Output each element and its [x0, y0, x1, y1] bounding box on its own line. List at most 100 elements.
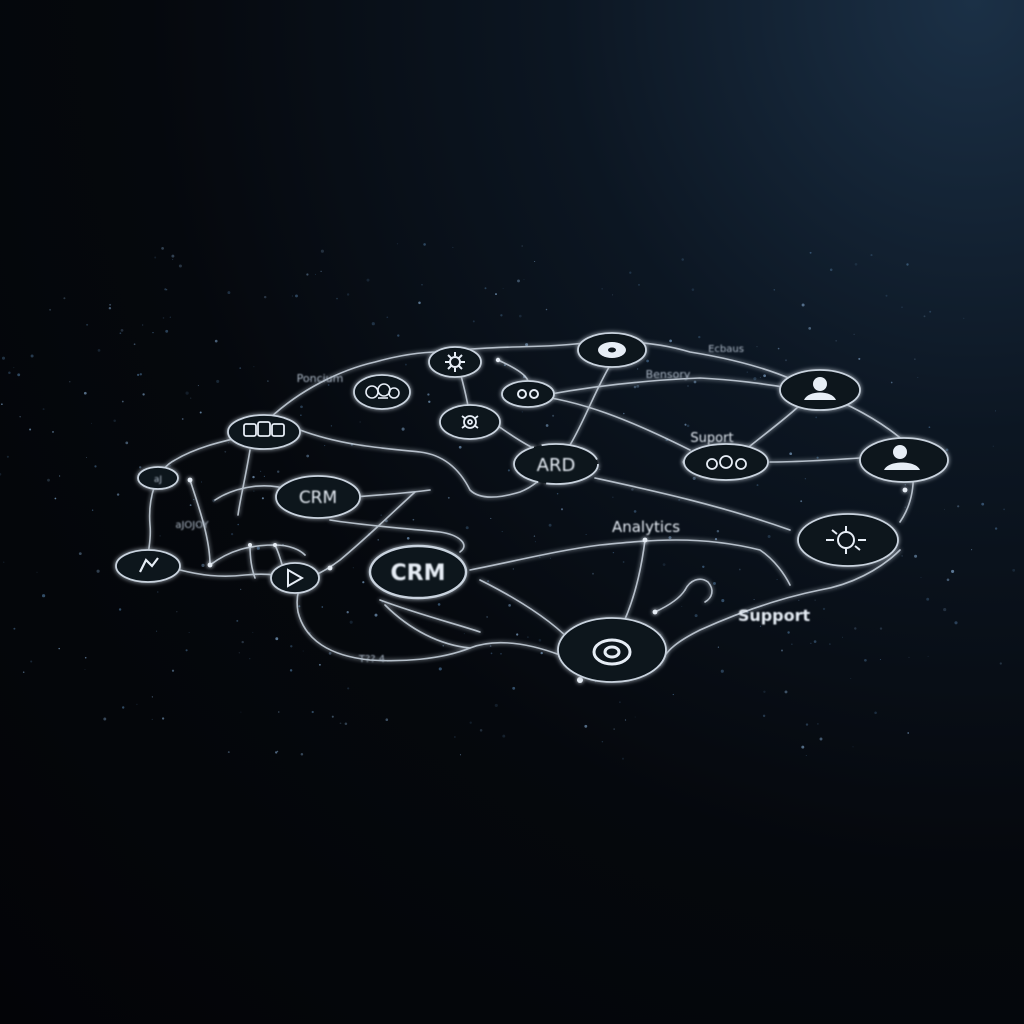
- particle: [309, 378, 311, 380]
- crm-center-label: CRM: [391, 561, 446, 586]
- particle: [159, 535, 161, 537]
- top-right-label-b: Bensory: [646, 368, 691, 381]
- node-support-gears[interactable]: [683, 443, 769, 481]
- node-left-group[interactable]: [227, 414, 301, 450]
- particle: [349, 620, 353, 624]
- particle: [914, 554, 918, 558]
- particle: [622, 561, 625, 563]
- particle: [927, 655, 929, 657]
- particle: [636, 384, 640, 388]
- node-bottom-target[interactable]: [557, 617, 667, 683]
- particle: [437, 603, 441, 606]
- chart-icon: [139, 557, 159, 573]
- particle: [694, 614, 698, 618]
- particle: [404, 363, 407, 366]
- particle: [442, 645, 444, 647]
- particle: [108, 306, 112, 310]
- node-right-gear[interactable]: [797, 513, 899, 567]
- connection-line: [769, 457, 861, 463]
- particle: [490, 652, 493, 655]
- particle: [681, 258, 684, 261]
- particle: [84, 669, 86, 670]
- particle: [879, 627, 883, 630]
- particle: [904, 506, 906, 508]
- particle: [109, 303, 112, 306]
- particle: [668, 536, 672, 540]
- particle: [601, 740, 604, 743]
- connection-line: [249, 544, 256, 579]
- particle: [721, 599, 725, 603]
- particle: [42, 594, 46, 598]
- connection-line: [189, 479, 211, 566]
- particle: [908, 656, 910, 658]
- particle: [133, 343, 136, 346]
- particle: [139, 466, 142, 469]
- particle: [999, 662, 1002, 665]
- particle: [78, 552, 82, 556]
- particle: [693, 380, 697, 384]
- particle: [791, 643, 793, 645]
- particle: [366, 278, 370, 282]
- particle: [385, 718, 389, 721]
- particle: [717, 646, 720, 648]
- particle: [315, 273, 316, 275]
- node-top-chain[interactable]: [501, 380, 555, 408]
- particle: [347, 687, 350, 690]
- node-right-user2[interactable]: [859, 437, 949, 483]
- node-top-center[interactable]: [428, 346, 482, 378]
- particle: [521, 245, 524, 247]
- node-left-small[interactable]: [137, 466, 179, 490]
- particle: [805, 754, 807, 757]
- particle: [714, 537, 718, 541]
- particle: [324, 445, 326, 447]
- connection-line: [744, 404, 801, 451]
- particle: [306, 454, 310, 458]
- particle: [103, 717, 107, 721]
- particle: [125, 441, 129, 445]
- particle: [767, 535, 771, 538]
- particle: [725, 350, 726, 352]
- particle: [386, 316, 389, 319]
- node-play[interactable]: [270, 562, 320, 594]
- node-right-user[interactable]: [779, 369, 861, 411]
- particle: [94, 465, 97, 468]
- gears-icon: [706, 455, 747, 470]
- particle: [621, 757, 625, 760]
- particle: [0, 473, 2, 476]
- particle: [756, 484, 759, 487]
- particle: [118, 608, 122, 611]
- connection-line: [619, 539, 646, 631]
- particle: [237, 523, 239, 526]
- particle: [512, 568, 514, 570]
- node-left-bottom[interactable]: [115, 549, 181, 583]
- particle: [197, 385, 199, 387]
- bottom-small-label: T?? 4: [358, 654, 385, 665]
- node-top-left[interactable]: [353, 374, 411, 410]
- particle: [981, 502, 985, 506]
- particle: [196, 524, 198, 526]
- particle: [161, 717, 165, 720]
- particle: [30, 660, 33, 663]
- particle: [69, 381, 71, 383]
- node-ard[interactable]: [513, 443, 599, 485]
- particle: [465, 526, 469, 530]
- node-crm-left[interactable]: [275, 475, 361, 519]
- particle: [227, 291, 231, 295]
- node-crm-center[interactable]: [368, 544, 468, 600]
- particle: [810, 642, 812, 644]
- crm-left-label: CRM: [299, 488, 337, 508]
- node-mid-top[interactable]: [439, 404, 501, 440]
- particle: [560, 508, 564, 511]
- particle: [624, 719, 627, 721]
- particle: [759, 625, 762, 627]
- particle: [691, 288, 695, 291]
- particle: [29, 428, 32, 431]
- particle: [957, 505, 960, 508]
- particle: [516, 633, 519, 636]
- node-top-disc[interactable]: [577, 332, 647, 368]
- particle: [86, 457, 88, 459]
- connection-line: [384, 604, 471, 649]
- particle: [479, 729, 483, 732]
- particle: [17, 373, 21, 377]
